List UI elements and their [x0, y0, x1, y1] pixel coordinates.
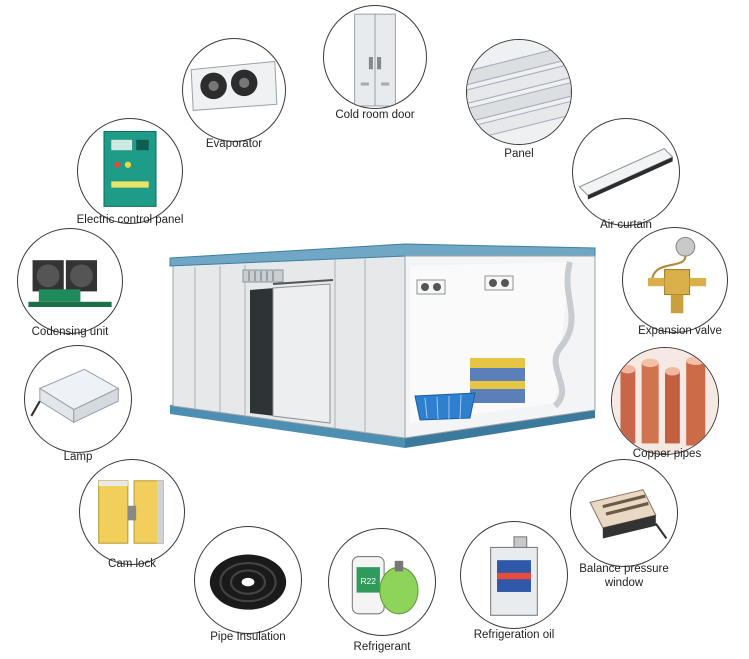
cold-room-door-image — [323, 5, 427, 109]
balance-pressure-window-label-line2: window — [604, 577, 644, 589]
copper-pipes-image — [611, 347, 719, 455]
refrigeration-oil-label: Refrigeration oil — [473, 629, 555, 641]
panel-label: Panel — [504, 148, 534, 160]
cam-lock-image — [79, 459, 185, 565]
balance-pressure-window-label-line1: Balance pressure — [579, 563, 669, 575]
air-curtain-image — [572, 118, 680, 226]
expansion-valve-image — [622, 227, 728, 333]
balance-pressure-window-label: Balance pressure window — [560, 562, 688, 590]
electric-control-panel-label: Electric control panel — [76, 214, 184, 226]
refrigerant-image: R22 — [328, 528, 436, 636]
expansion-valve-label: Expansion valve — [638, 325, 722, 337]
electric-control-panel-image — [77, 118, 183, 224]
lamp-image — [24, 345, 132, 453]
panel-image — [466, 39, 572, 145]
cold-room-illustration — [165, 238, 605, 453]
condensing-unit-image — [17, 228, 123, 334]
air-curtain-label: Air curtain — [600, 219, 652, 231]
evaporator-image — [182, 38, 286, 142]
refrigerant-cylinder-text: R22 — [360, 576, 376, 586]
cam-lock-label: Cam lock — [108, 558, 156, 570]
pipe-insulation-image — [194, 526, 302, 634]
copper-pipes-label: Copper pipes — [632, 448, 702, 460]
condensing-unit-label: Codensing unit — [31, 326, 109, 338]
evaporator-label: Evaporator — [205, 138, 263, 150]
cold-room-door-label: Cold room door — [335, 109, 415, 121]
balance-pressure-window-image — [570, 459, 678, 567]
lamp-label: Lamp — [63, 451, 93, 463]
refrigeration-oil-image — [460, 521, 568, 629]
refrigerant-label: Refrigerant — [353, 641, 411, 653]
pipe-insulation-label: Pipe Insulation — [210, 631, 286, 643]
